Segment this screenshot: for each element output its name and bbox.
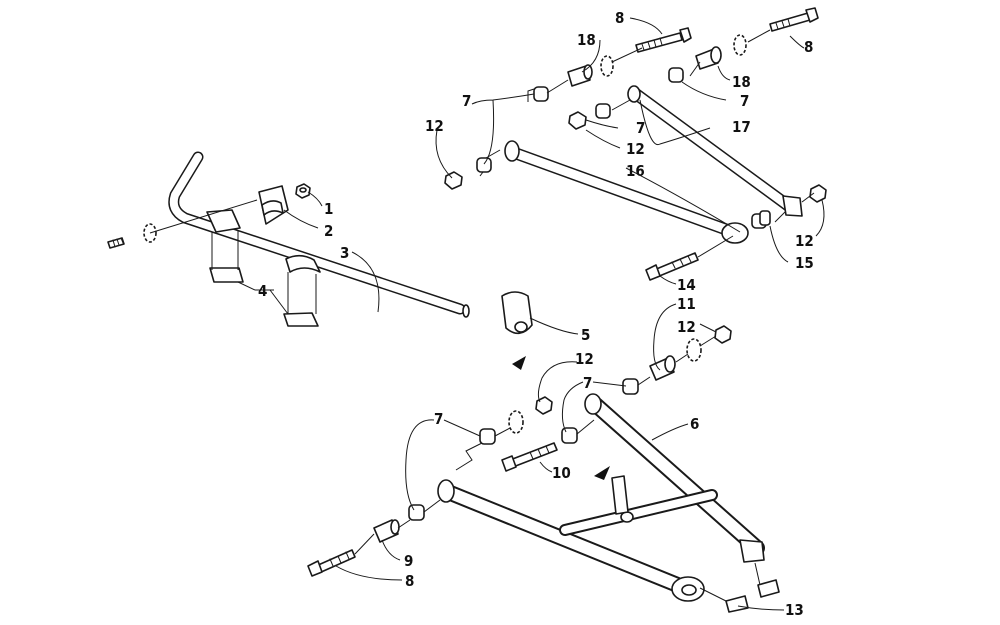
callout-leaders (237, 17, 825, 611)
callout-7-lower-left: 7 (434, 410, 443, 428)
callout-12-lower-right: 12 (677, 318, 696, 336)
callout-7-upper-right: 7 (740, 92, 749, 110)
lower-arm-sleeve-11 (649, 355, 676, 381)
callout-7-upper-mid: 7 (636, 119, 645, 137)
callout-17: 17 (732, 118, 751, 136)
upper-arm-leaders (479, 29, 815, 258)
callout-9: 9 (404, 552, 413, 570)
callout-15: 15 (795, 254, 814, 272)
callout-6: 6 (690, 415, 699, 433)
upper-a-arm-17 (627, 85, 803, 217)
upper-arm-bolts (635, 7, 819, 281)
lower-arm-nuts (535, 325, 732, 415)
upper-arm-sleeves-18 (567, 46, 722, 87)
callout-1: 1 (324, 200, 333, 218)
callout-4: 4 (258, 282, 267, 300)
upper-arm-washers (600, 34, 747, 77)
lower-arm-washers (508, 338, 702, 434)
callout-16: 16 (626, 162, 645, 180)
callout-12-upper-right: 12 (795, 232, 814, 250)
callout-10: 10 (552, 464, 571, 482)
callout-11: 11 (677, 295, 696, 313)
bracket-pair (206, 209, 321, 327)
end-washer (143, 199, 258, 243)
lower-arm-bolts (307, 442, 558, 577)
callout-2: 2 (324, 222, 333, 240)
upper-a-arm-16 (504, 140, 749, 244)
callout-7-lower-mid: 7 (583, 374, 592, 392)
lower-arm-leaders (354, 335, 761, 602)
callout-18-left: 18 (577, 31, 596, 49)
callout-8-top-right: 8 (804, 38, 813, 56)
callout-7-upper-left: 7 (462, 92, 471, 110)
callout-13: 13 (785, 601, 804, 619)
callout-12-upper-mid: 12 (626, 140, 645, 158)
callout-8-bottom: 8 (405, 572, 414, 590)
end-link-5 (501, 291, 533, 370)
nut-small (295, 183, 311, 199)
callout-18-right: 18 (732, 73, 751, 91)
callout-5: 5 (581, 326, 590, 344)
end-screw (107, 237, 125, 249)
callout-12-upper-left: 12 (425, 117, 444, 135)
callout-8-top-left: 8 (615, 9, 624, 27)
callout-14: 14 (677, 276, 696, 294)
upper-arm-bushings (476, 67, 771, 229)
callout-3: 3 (340, 244, 349, 262)
callout-labels: 1 2 3 4 5 6 7 7 7 7 7 8 8 8 9 10 11 12 1… (258, 9, 814, 619)
bushing-upper (258, 185, 289, 225)
callout-12-lower-mid: 12 (575, 350, 594, 368)
lower-a-arm-6 (437, 393, 765, 602)
stabilizer-bar (168, 151, 470, 318)
upper-arm-nuts (444, 111, 827, 203)
